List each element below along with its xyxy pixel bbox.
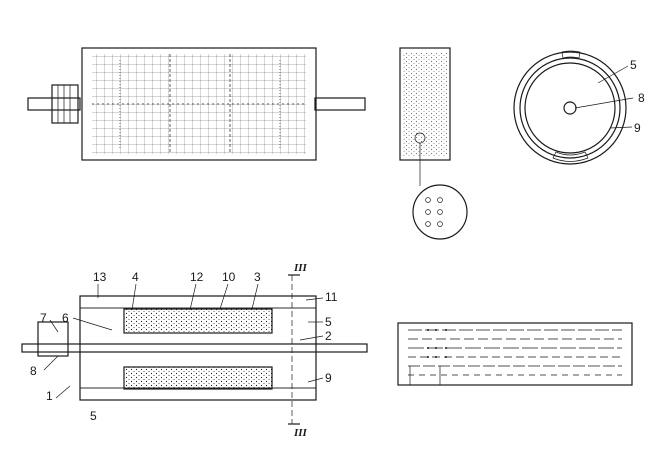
label-5: 5 [630, 58, 637, 72]
roller-side-view [27, 47, 366, 161]
roller-cross-section: 5 8 9 [513, 50, 645, 165]
label-5-bottom: 5 [90, 409, 97, 423]
label-8: 8 [30, 364, 37, 378]
zoom-detail-circle [412, 184, 468, 240]
label-10: 10 [222, 270, 236, 284]
longitudinal-section: 13 4 12 10 3 11 5 2 9 7 6 8 1 5 III III [21, 262, 368, 439]
shaft [21, 343, 368, 353]
label-4: 4 [132, 270, 139, 284]
shaft-right-stub [314, 97, 366, 111]
coil-bottom [552, 151, 589, 162]
panel-detail-view [399, 47, 468, 240]
label-8: 8 [638, 91, 645, 105]
label-3: 3 [254, 270, 261, 284]
label-13: 13 [93, 270, 107, 284]
section-marker-bottom: III [293, 427, 308, 439]
label-2: 2 [325, 329, 332, 343]
label-9: 9 [325, 371, 332, 385]
label-9: 9 [634, 121, 641, 135]
label-6: 6 [62, 311, 69, 325]
shaft-left-stub [27, 97, 81, 111]
label-5-right: 5 [325, 315, 332, 329]
label-12: 12 [190, 270, 204, 284]
section-marker-top: III [293, 262, 308, 274]
strip-outline [397, 322, 633, 386]
outer-ring [513, 51, 627, 165]
label-11: 11 [325, 290, 338, 304]
end-nut [37, 321, 69, 357]
label-7: 7 [40, 311, 47, 325]
top-winding-layer [79, 295, 317, 309]
developed-strip-view [397, 322, 633, 386]
core-hatched [524, 62, 616, 154]
nut-assembly [51, 84, 79, 124]
bottom-winding-layer [79, 387, 317, 401]
roller-body [81, 47, 317, 161]
label-1: 1 [46, 389, 53, 403]
coil-top [561, 50, 581, 59]
panel-outline [399, 47, 451, 161]
center-shaft [563, 101, 577, 115]
